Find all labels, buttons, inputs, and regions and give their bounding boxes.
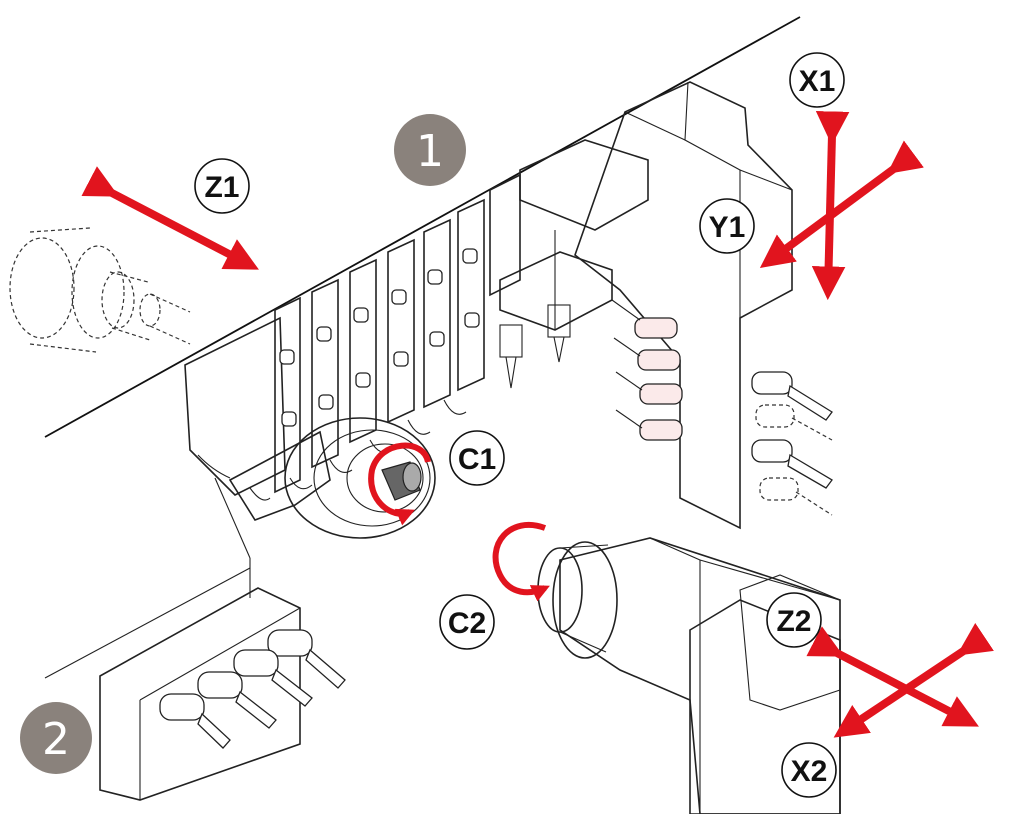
label-x2: X2: [781, 742, 837, 798]
label-z2-text: Z2: [776, 605, 811, 638]
label-z1: Z1: [194, 158, 250, 214]
label-c1: C1: [449, 430, 505, 486]
label-c2: C2: [439, 594, 495, 650]
z2-x2-axis-arrows: [806, 622, 994, 738]
back-tool-post: [44, 477, 346, 801]
main-spindle-outline: [9, 227, 191, 353]
label-y1-text: Y1: [709, 211, 746, 244]
group-1-number: 1: [416, 126, 444, 177]
group-1-badge: 1: [394, 114, 466, 186]
label-x2-text: X2: [791, 755, 828, 788]
z1-axis-arrow: [81, 166, 259, 270]
c2-rotation-arrow: [492, 521, 550, 602]
label-c2-text: C2: [448, 607, 486, 640]
label-y1: Y1: [699, 198, 755, 254]
label-c1-text: C1: [458, 443, 496, 476]
label-x1: X1: [789, 52, 845, 108]
label-z2: Z2: [766, 592, 822, 648]
group-2-number: 2: [42, 714, 70, 765]
c1-rotation-arrow: [368, 442, 431, 526]
x1-y1-axis-arrows: [759, 111, 924, 301]
label-x1-text: X1: [799, 65, 836, 98]
gang-tool-post-1: [184, 81, 833, 530]
guide-bushing: [284, 417, 436, 539]
group-2-badge: 2: [20, 702, 92, 774]
label-z1-text: Z1: [204, 171, 239, 204]
frame-diagonal-line: [44, 16, 801, 438]
